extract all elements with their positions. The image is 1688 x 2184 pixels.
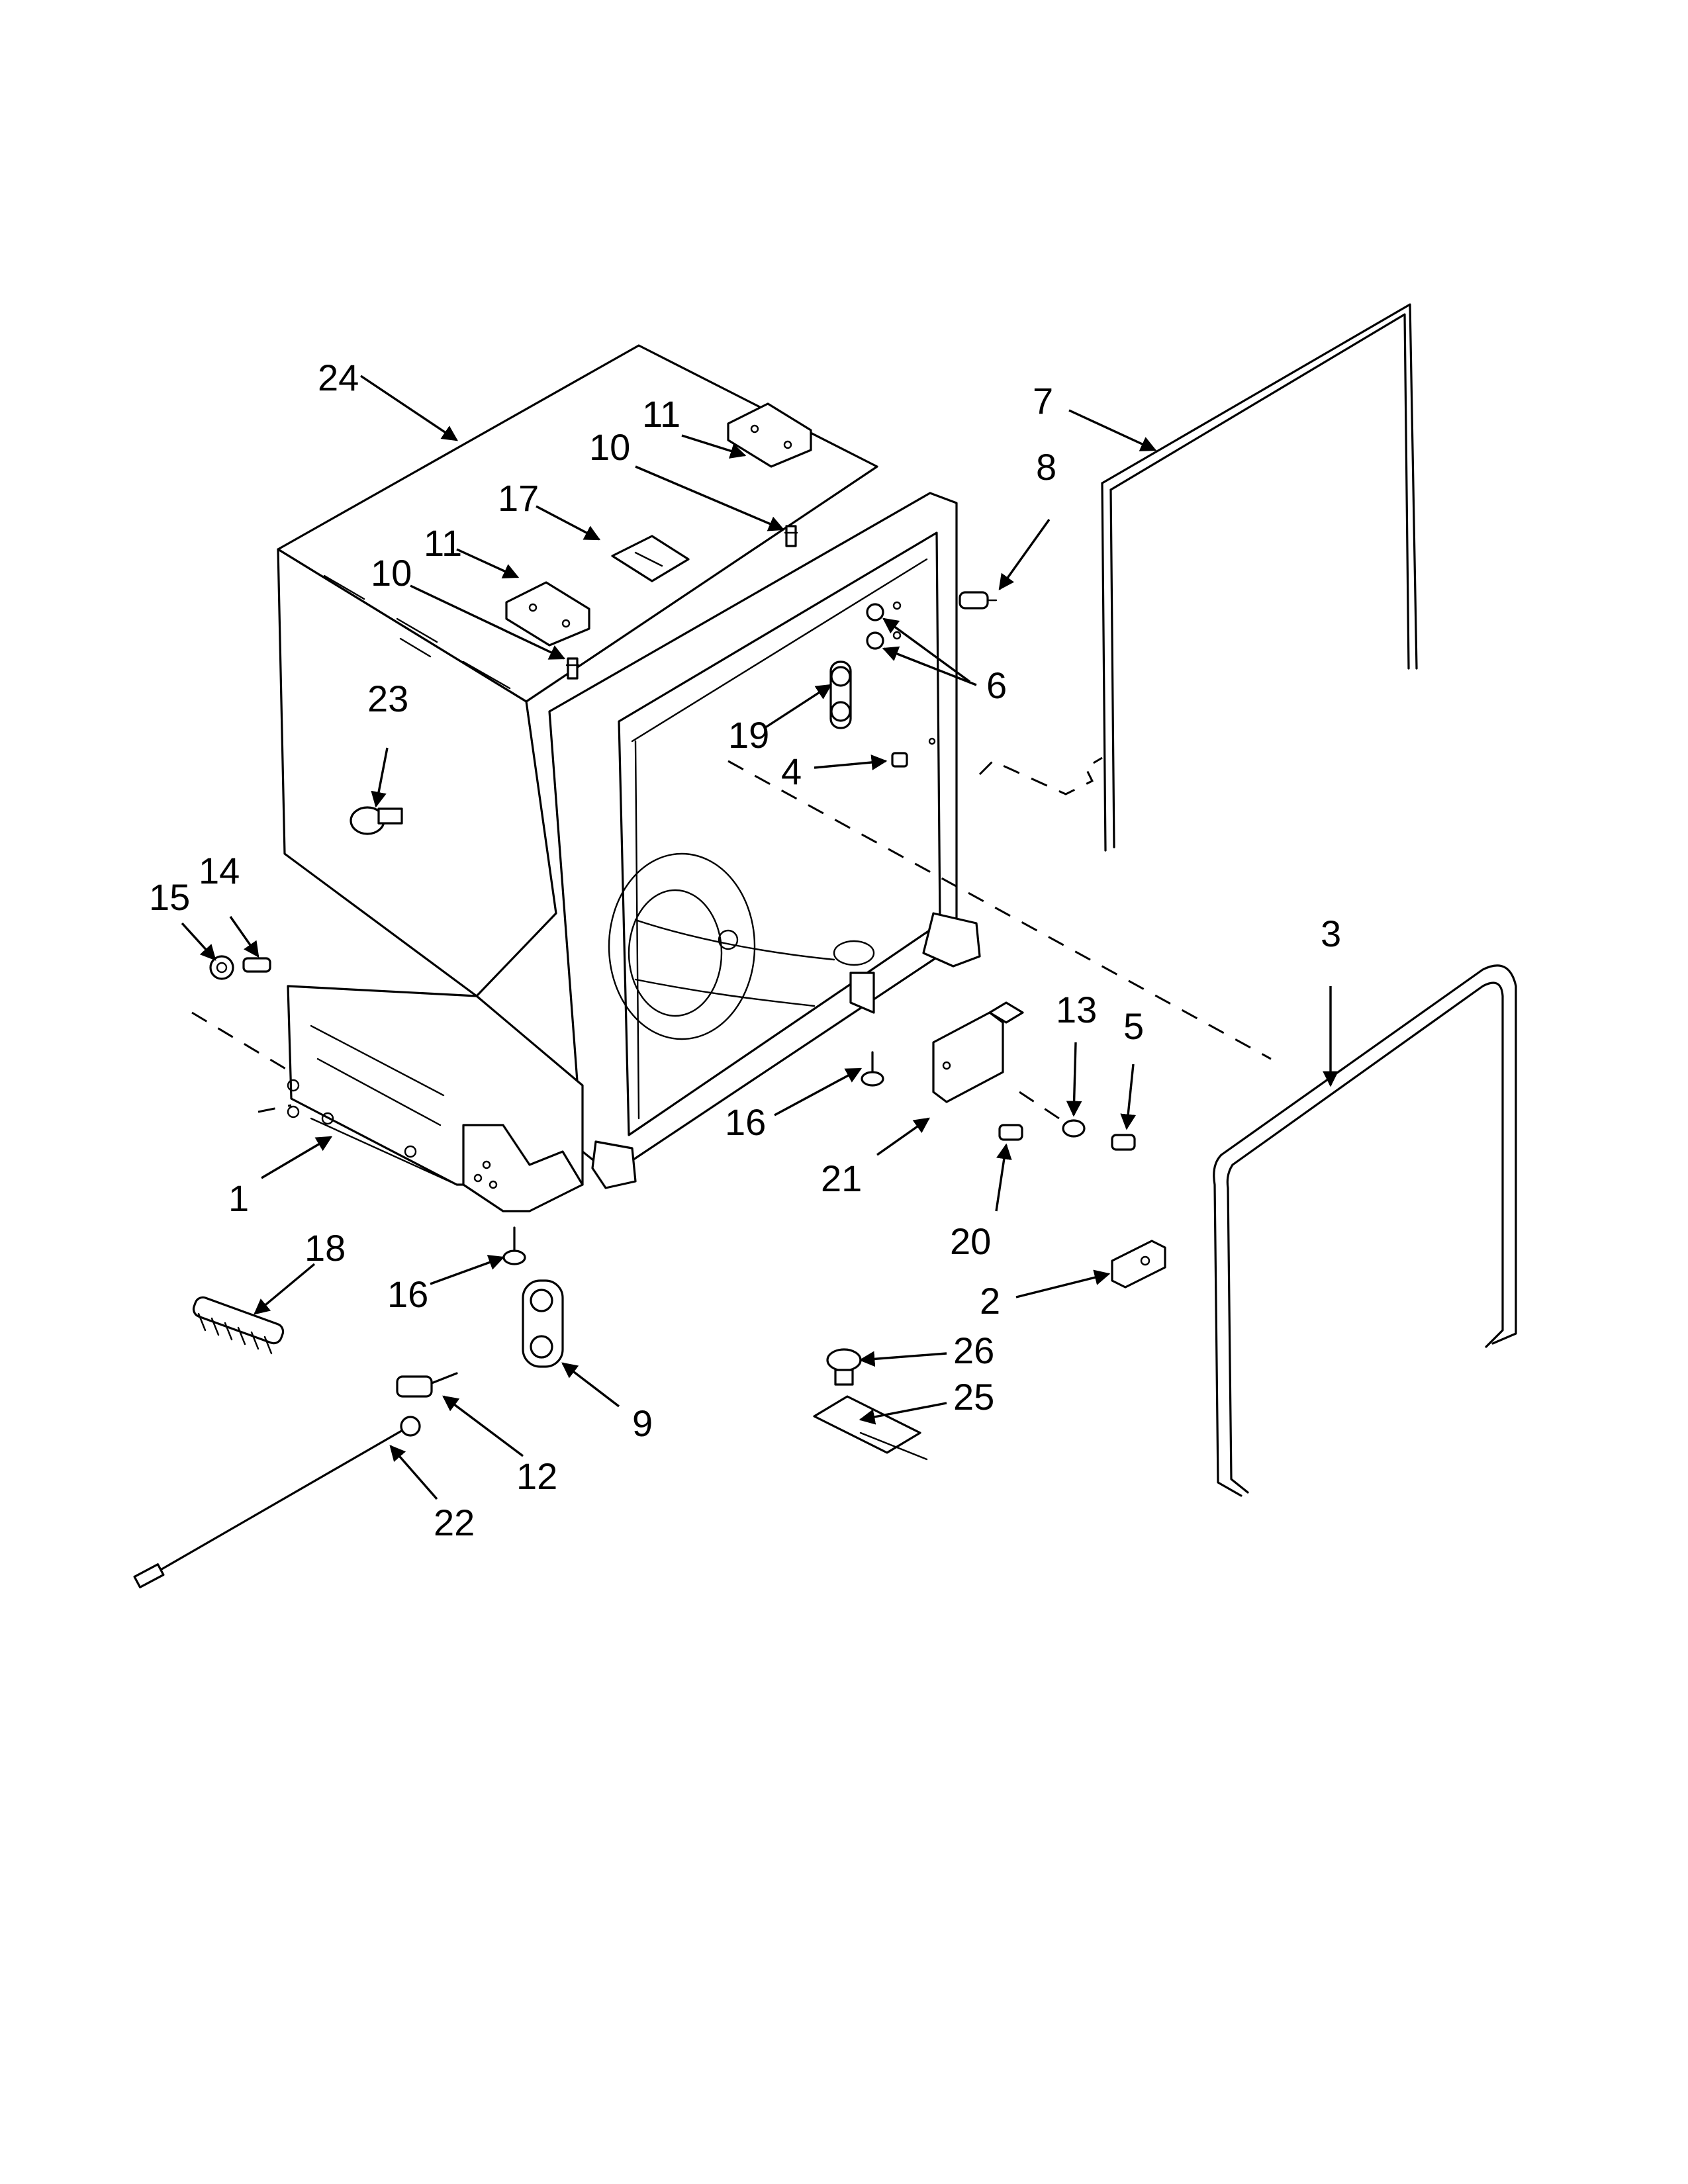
callout-4: 4: [781, 751, 802, 792]
callout-23: 23: [367, 678, 408, 719]
hinge-spring-part-18: [192, 1296, 285, 1355]
bracket-part-21: [932, 1001, 1024, 1103]
callout-14: 14: [199, 850, 240, 891]
callout-17: 17: [498, 477, 539, 519]
leader-lines: [181, 375, 1338, 1500]
callout-6: 6: [986, 664, 1007, 706]
callout-11-lower: 11: [424, 522, 462, 564]
leveling-leg-part-16b: [502, 1226, 526, 1265]
cable-part-22: [133, 1416, 421, 1588]
callout-10-upper: 10: [589, 426, 630, 468]
callout-3: 3: [1321, 913, 1341, 954]
callout-12: 12: [516, 1455, 557, 1497]
callout-13: 13: [1056, 989, 1097, 1030]
callout-7: 7: [1033, 380, 1053, 422]
screw-lower: [565, 657, 580, 680]
callout-20: 20: [950, 1220, 991, 1262]
callout-21: 21: [821, 1158, 862, 1199]
hinge-bracket-lower: [505, 581, 590, 647]
washer-part-15: [209, 955, 234, 980]
screw-part-12: [396, 1372, 458, 1398]
clip-part-2: [1111, 1240, 1166, 1289]
callout-10-lower: 10: [371, 552, 412, 594]
tub-assembly: [277, 344, 981, 1212]
callout-16-upper: 16: [725, 1101, 766, 1143]
callout-11-upper: 11: [642, 393, 680, 435]
leveling-leg-part-16a: [861, 1051, 884, 1087]
hinge-bracket-upper: [727, 402, 812, 468]
callout-19: 19: [728, 714, 769, 756]
screw-part-20: [998, 1124, 1023, 1141]
door-seal: [1101, 303, 1418, 852]
screw-part-8: [959, 591, 998, 610]
sensor-part-26: [826, 1348, 862, 1386]
callout-26: 26: [953, 1330, 994, 1371]
washers-part-6: [866, 601, 902, 650]
callout-2: 2: [980, 1280, 1000, 1322]
callout-24: 24: [318, 357, 359, 398]
callout-8: 8: [1036, 446, 1056, 488]
callout-16-lower: 16: [387, 1273, 428, 1315]
assembly-lines: [191, 756, 1272, 1120]
callout-labels: 24 11 10 17 11 10 23 7 8 6 19 4 14 15 3 …: [149, 357, 1341, 1543]
nut-part-4: [891, 737, 936, 768]
callout-15: 15: [149, 876, 190, 918]
callout-5: 5: [1123, 1005, 1144, 1047]
tub-gasket: [1213, 964, 1517, 1497]
callout-9: 9: [632, 1402, 653, 1444]
callout-18: 18: [305, 1227, 346, 1269]
callout-22: 22: [434, 1502, 475, 1543]
callout-1: 1: [228, 1177, 249, 1219]
bushing-part-19: [829, 660, 852, 729]
tub-plug: [350, 806, 403, 835]
top-clip: [611, 535, 690, 582]
bearing-part-9: [522, 1279, 564, 1368]
screw-upper: [784, 525, 798, 547]
screw-part-5: [1111, 1134, 1136, 1151]
screw-part-14: [242, 957, 271, 973]
washer-part-13: [1062, 1119, 1086, 1138]
callout-25: 25: [953, 1376, 994, 1418]
bracket-part-25: [813, 1395, 928, 1461]
